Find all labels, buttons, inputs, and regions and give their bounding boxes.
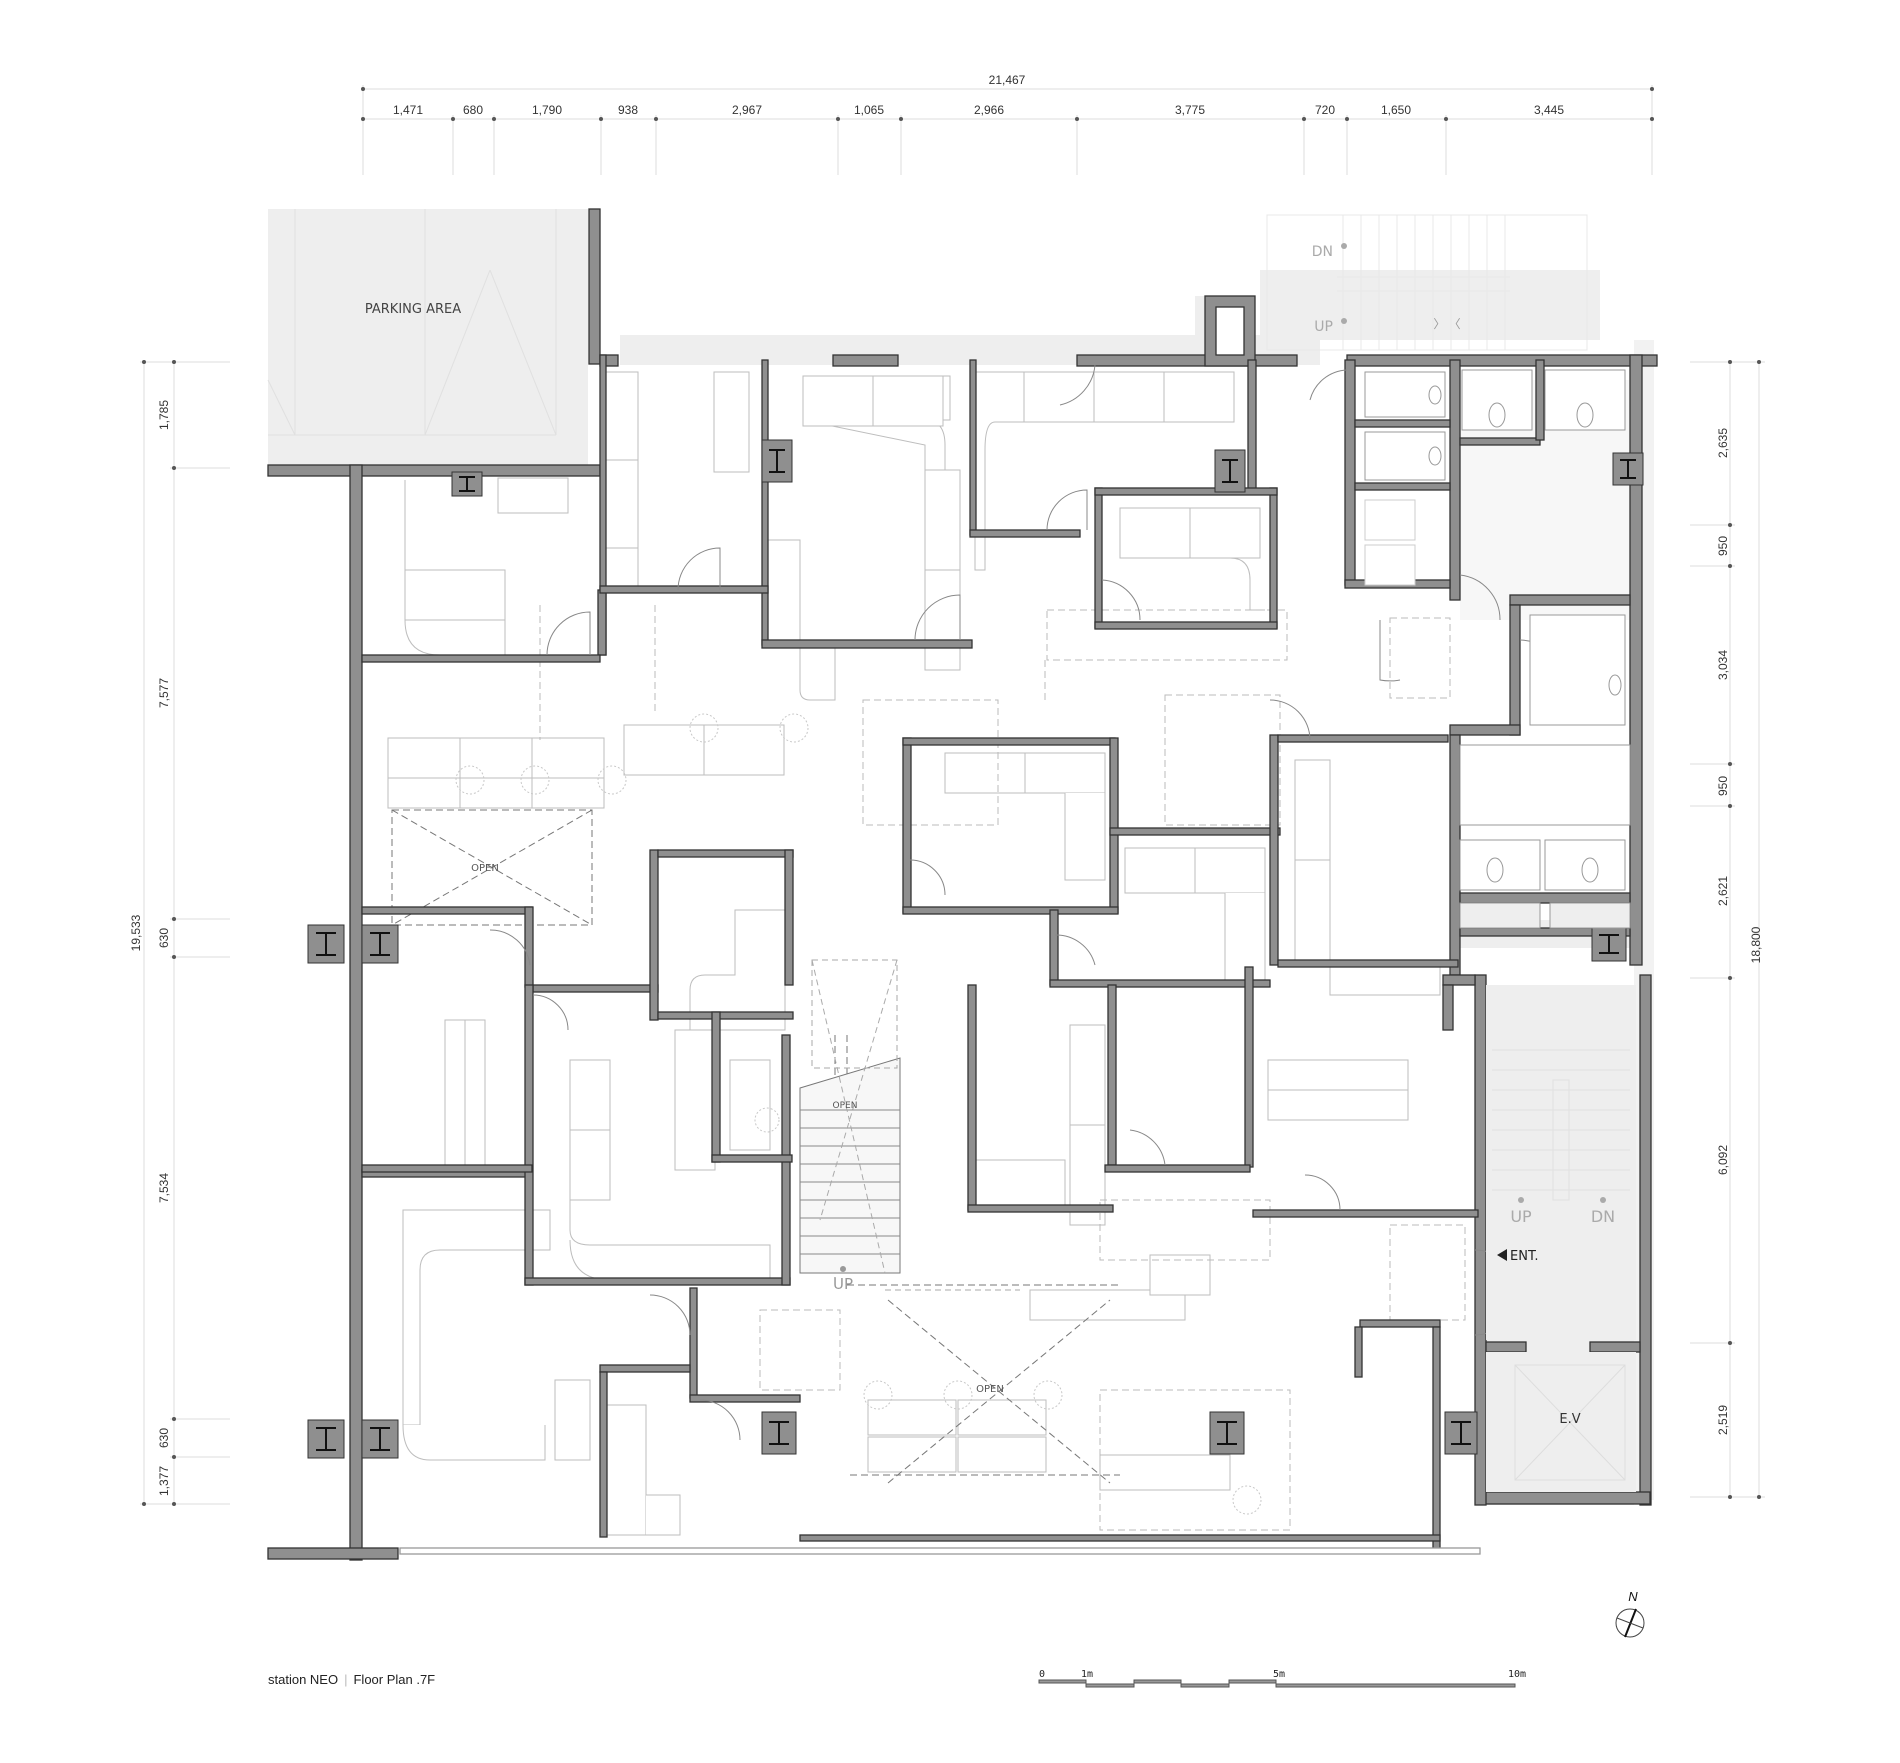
stair-center-up-label: UP (833, 1275, 853, 1293)
column-h-icon (761, 439, 793, 483)
open-label-1: OPEN (471, 863, 499, 874)
north-arrow-icon (1615, 1608, 1645, 1638)
plants (455, 713, 1262, 1515)
left-dimension-labels: 19,533 1,785 7,577 630 7,534 630 1,377 (129, 400, 171, 1496)
parking-label: PARKING AREA (365, 302, 461, 317)
plan-name: Floor Plan .7F (353, 1672, 436, 1687)
column-h-icon (361, 1419, 399, 1459)
dim-left-5: 630 (157, 1428, 171, 1448)
svg-text:〉 〈: 〉 〈 (1433, 317, 1460, 331)
scale-bar (1038, 1679, 1516, 1688)
dim-right-6: 6,092 (1716, 1145, 1730, 1175)
dim-top-6: 1,065 (854, 103, 884, 117)
walls (267, 208, 1658, 1561)
parking-area (268, 209, 588, 467)
dim-top-2: 680 (463, 103, 483, 117)
scale-tick-1m: 1m (1081, 1669, 1093, 1680)
drawing-title: station NEO | Floor Plan .7F (268, 1672, 435, 1687)
column-h-icon (307, 924, 345, 964)
dim-right-4: 950 (1716, 776, 1730, 796)
dim-top-9: 720 (1315, 103, 1335, 117)
column-h-icon (1612, 452, 1644, 486)
stair-top-up-label: UP (1314, 319, 1333, 335)
stair-right-dn-label: DN (1591, 1207, 1615, 1226)
wc-fixtures (1364, 369, 1631, 929)
scale-tick-5m: 5m (1273, 1669, 1285, 1680)
entrance-arrow-icon (1497, 1249, 1507, 1261)
stair-top-dn-label: DN (1312, 244, 1333, 260)
elevator-label: E.V (1559, 1412, 1580, 1427)
stair-top-right (1266, 214, 1588, 351)
entrance-label: ENT. (1510, 1249, 1538, 1264)
shaded-areas (268, 209, 1654, 1505)
project-name: station NEO (268, 1672, 339, 1687)
left-dimension-chain (140, 361, 230, 1505)
column-h-icon (761, 1411, 797, 1455)
dim-top-3: 1,790 (532, 103, 562, 117)
dim-top-1: 1,471 (393, 103, 423, 117)
stair-right-up-label: UP (1510, 1207, 1532, 1226)
right-dimension-labels: 18,800 2,635 950 3,034 950 2,621 6,092 2… (1716, 428, 1763, 1435)
dim-left-total: 19,533 (129, 914, 143, 951)
column-h-icon (1591, 926, 1627, 962)
dim-top-7: 2,966 (974, 103, 1004, 117)
column-h-icon (451, 471, 483, 497)
dim-top-5: 2,967 (732, 103, 762, 117)
dim-top-8: 3,775 (1175, 103, 1205, 117)
right-dimension-chain (1690, 361, 1765, 1498)
dim-top-4: 938 (618, 103, 638, 117)
dim-left-6: 1,377 (157, 1466, 171, 1496)
north-label: N (1628, 1589, 1638, 1604)
dim-right-5: 2,621 (1716, 876, 1730, 906)
stair-center (799, 1057, 901, 1274)
core-stair-elevator (1486, 985, 1636, 1492)
dim-right-total: 18,800 (1749, 926, 1763, 963)
dim-right-1: 2,635 (1716, 428, 1730, 458)
dim-top-10: 1,650 (1381, 103, 1411, 117)
scale-tick-0: 0 (1039, 1669, 1045, 1680)
column-h-icon (307, 1419, 345, 1459)
top-dimension-chain (362, 85, 1653, 175)
dim-top-11: 3,445 (1534, 103, 1564, 117)
dim-left-4: 7,534 (157, 1173, 171, 1203)
dim-right-2: 950 (1716, 536, 1730, 556)
column-h-icon (1444, 1411, 1478, 1455)
dim-left-3: 630 (157, 928, 171, 948)
dim-top-total: 21,467 (989, 73, 1026, 87)
title-separator: | (344, 1672, 348, 1687)
scale-tick-10m: 10m (1508, 1669, 1526, 1680)
column-h-icon (1209, 1411, 1245, 1455)
dim-right-7: 2,519 (1716, 1405, 1730, 1435)
dim-right-3: 3,034 (1716, 650, 1730, 680)
top-dimension-labels: 1,471 680 1,790 938 2,967 1,065 2,966 3,… (393, 103, 1564, 117)
column-h-icon (361, 924, 399, 964)
columns (307, 439, 1644, 1459)
dim-left-1: 1,785 (157, 400, 171, 430)
dim-left-2: 7,577 (157, 678, 171, 708)
open-label-2: OPEN (833, 1101, 858, 1111)
furniture (387, 371, 1441, 1536)
column-h-icon (1214, 449, 1246, 493)
open-label-3: OPEN (976, 1384, 1004, 1395)
